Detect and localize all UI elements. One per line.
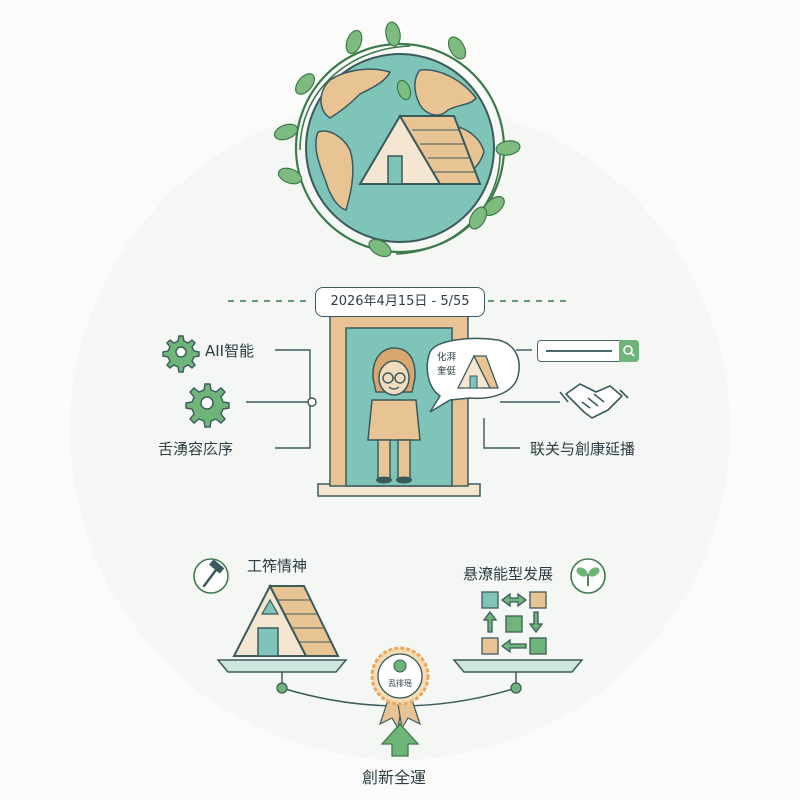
left-connectors <box>246 349 317 449</box>
search-button <box>619 340 639 362</box>
bubble-line-1: 化湃 <box>437 352 457 363</box>
hammer-icon <box>193 558 229 594</box>
search-placeholder-line <box>546 350 612 352</box>
a-frame-house-icon <box>358 114 482 185</box>
gear-icon <box>185 383 230 428</box>
right-connectors <box>483 349 560 449</box>
timeline-date-label: 2026年4月15日 - 5/55 <box>315 287 485 317</box>
a-frame-house-icon <box>232 583 340 657</box>
ai-feature-label: AII智能 <box>205 342 255 360</box>
bottom-innovation-label: 創新全運 <box>362 768 427 787</box>
medal-label: 厾徘瑶 <box>388 679 412 688</box>
right-pan-title: 悬潦能型发展 <box>463 565 554 583</box>
gear-icon <box>162 335 200 373</box>
leaf-icon <box>273 21 521 258</box>
arrow-up-icon <box>380 723 420 757</box>
right-feature-label: 联关与創康延播 <box>530 440 636 458</box>
left-feature-label: 舌湧容庅序 <box>158 440 234 458</box>
speech-bubble <box>426 337 520 413</box>
bubble-line-2: 奎侹 <box>437 366 457 377</box>
balance-scale <box>216 659 584 707</box>
module-blocks <box>481 591 547 655</box>
left-pan-title: 工筰情神 <box>247 557 308 575</box>
person-figure <box>367 347 421 484</box>
sprout-icon <box>570 558 606 594</box>
search-bar <box>537 340 639 362</box>
search-icon <box>623 345 635 357</box>
medal-icon <box>370 646 430 730</box>
handshake-icon <box>559 383 629 419</box>
